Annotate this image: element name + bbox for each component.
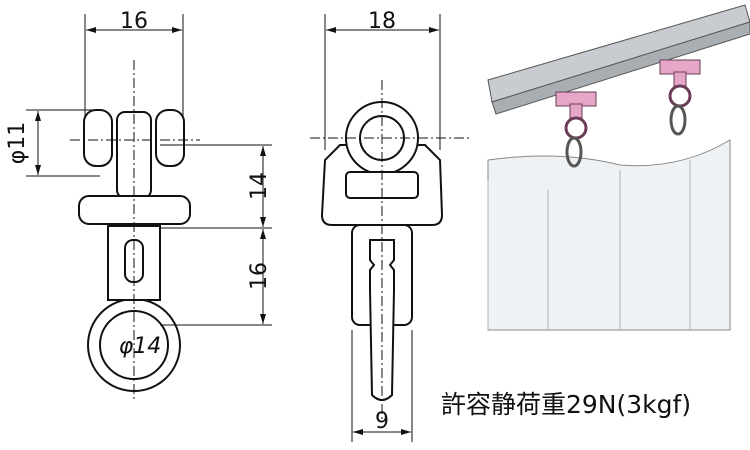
dim-ring-diameter: φ14 xyxy=(119,334,162,359)
front-view: 16 φ11 φ14 14 16 xyxy=(5,9,272,400)
left-wheel xyxy=(83,109,113,167)
rail xyxy=(487,4,750,103)
dim-upper-height: 14 xyxy=(247,172,272,200)
load-capacity-caption: 許容静荷重29N(3kgf) xyxy=(441,390,691,419)
side-view: 18 9 xyxy=(310,9,470,442)
rail-illustration xyxy=(487,4,750,331)
runner-2 xyxy=(659,59,701,136)
dim-lower-height: 16 xyxy=(247,262,272,290)
dim-wheel-diameter: φ11 xyxy=(5,122,30,165)
dim-hook-width: 9 xyxy=(375,409,389,434)
curtain xyxy=(487,139,731,331)
dim-body-width: 18 xyxy=(368,9,396,34)
runner-1 xyxy=(555,91,597,168)
right-wheel xyxy=(155,109,185,167)
dim-hanger-width: 16 xyxy=(120,9,148,34)
